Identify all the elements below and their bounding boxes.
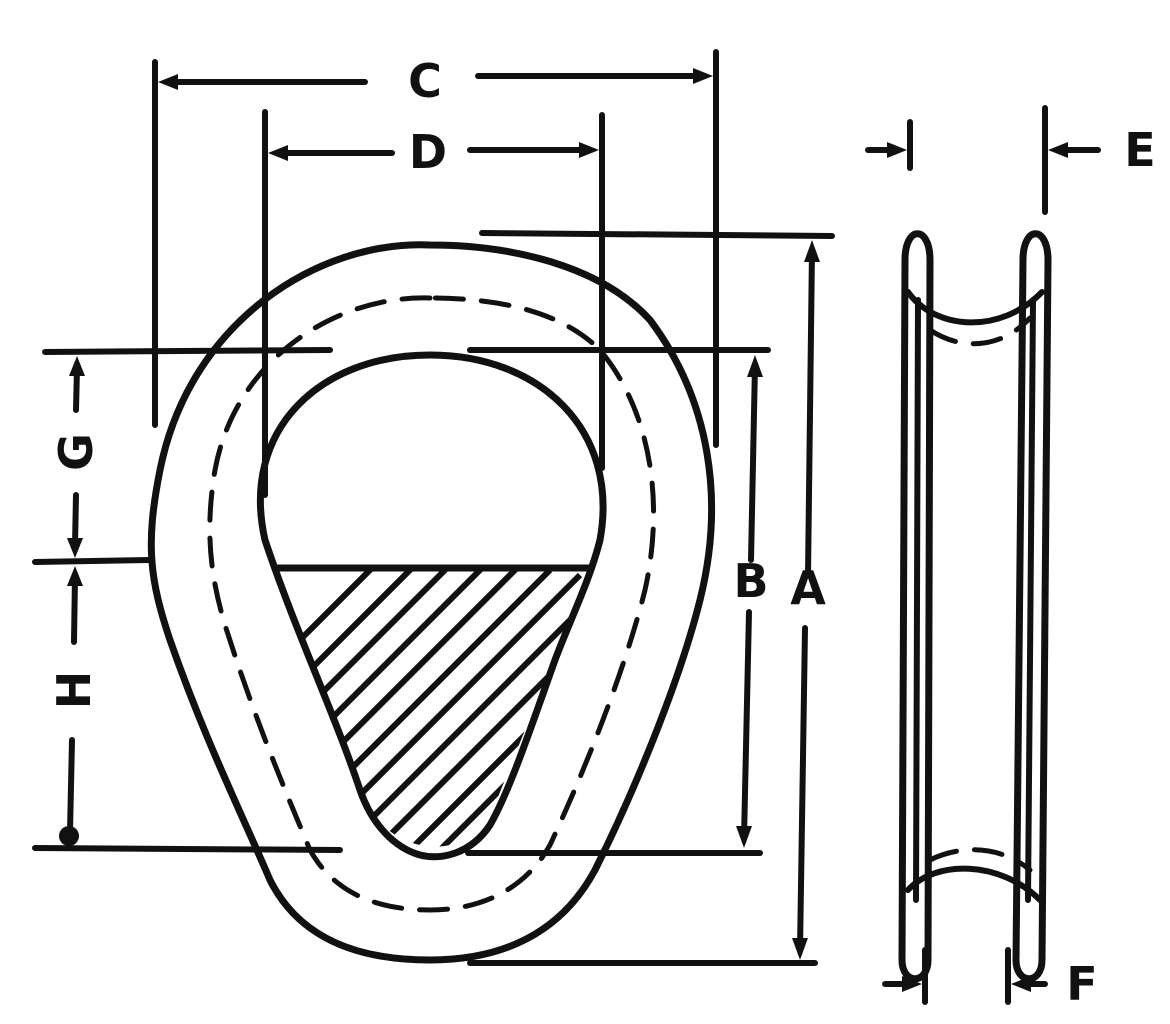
- dimension-g: G: [32, 347, 333, 565]
- dimension-h: H: [32, 566, 343, 853]
- dimension-c: C: [152, 49, 719, 448]
- label-c: C: [408, 54, 442, 108]
- dimension-e: E: [865, 105, 1156, 215]
- left-flange: [898, 230, 934, 983]
- label-a: A: [790, 561, 826, 615]
- label-e: E: [1124, 123, 1155, 177]
- side-view: [898, 230, 1052, 983]
- dimension-f: F: [882, 947, 1098, 1011]
- outer-outline: [147, 241, 715, 964]
- dimension-d: D: [262, 109, 605, 498]
- dimension-a: A: [467, 230, 835, 966]
- dimension-b: B: [465, 347, 771, 856]
- dashed-groove-line: [207, 295, 657, 913]
- label-g: G: [49, 433, 103, 471]
- label-h: H: [47, 671, 101, 710]
- label-b: B: [733, 554, 768, 608]
- label-d: D: [409, 125, 447, 179]
- right-flange: [1012, 230, 1052, 983]
- inner-eye-outline: [257, 351, 607, 861]
- label-f: F: [1066, 957, 1097, 1011]
